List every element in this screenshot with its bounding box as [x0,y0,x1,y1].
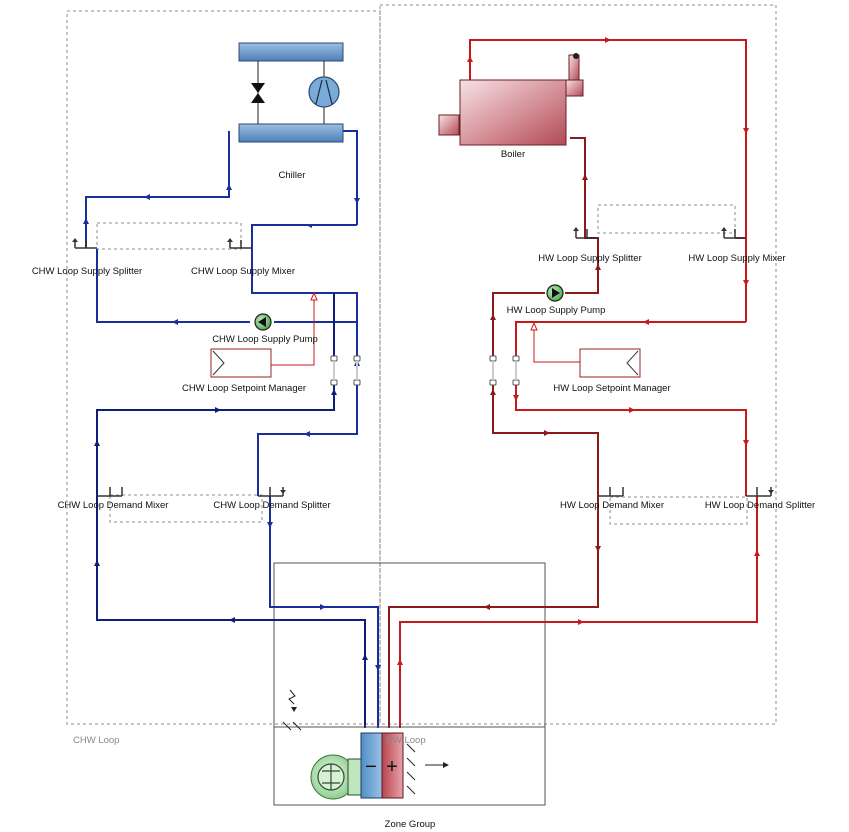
chw-setpoint-manager[interactable]: CHW Loop Setpoint Manager [182,291,318,394]
hw-supply-pump[interactable]: HW Loop Supply Pump [507,284,606,316]
hw-setpoint-manager-label: HW Loop Setpoint Manager [553,383,670,394]
hw-demand-branch-box [609,496,748,525]
chw-demand-splitter-to-zone [269,496,379,728]
chw-loop-boundary[interactable] [66,10,381,725]
setpoint-manager-icon [210,291,318,378]
chw-supply-splitter-leg [96,249,250,323]
pump-icon [254,313,272,331]
demand-bypass-pipes [333,361,517,380]
chw-pipes [85,130,379,728]
chw-supply-pump[interactable]: CHW Loop Supply Pump [212,313,318,345]
chw-supply-mixer-label: CHW Loop Supply Mixer [191,266,295,277]
hw-demand-splitter-label: HW Loop Demand Splitter [705,500,815,511]
chw-demand-mixer-label: CHW Loop Demand Mixer [58,500,169,511]
boiler[interactable]: Boiler [438,53,584,160]
chw-demand-mixer-to-supply [96,293,335,496]
hw-mixer-to-supply-out [515,321,747,496]
outdoor-air-icon [282,689,302,731]
zone-group-label: Zone Group [385,819,436,830]
chw-zone-return-pipe [96,496,366,728]
hw-supply-mixer[interactable] [721,227,746,239]
zone-air-unit[interactable]: − + [273,689,546,806]
heating-coil-symbol: + [386,756,398,778]
hw-demand-splitter[interactable] [746,487,774,497]
hw-supply-branch-box [597,204,736,234]
heating-coil-icon[interactable]: + [381,732,404,799]
chw-supply-pump-label: CHW Loop Supply Pump [212,334,318,345]
chw-chiller-outlet-pipe [85,131,230,248]
hw-demand-mixer-to-zone [388,496,599,728]
chw-setpoint-sensor-line [258,297,315,366]
hw-setpoint-sensor-line [533,327,580,363]
boiler-label: Boiler [501,149,525,160]
boiler-icon [438,53,584,146]
chw-pump-to-mixer [251,248,358,323]
chw-demand-splitter-label: CHW Loop Demand Splitter [213,500,330,511]
chiller-icon [238,42,344,143]
chw-demand-splitter[interactable] [258,487,286,497]
chw-loop-label: CHW Loop [73,735,119,746]
hw-boiler-outlet-pipe [565,137,599,294]
hw-demand-mixer[interactable] [598,487,624,497]
supply-air-outlet [406,743,449,795]
hw-zone-to-demand-splitter [399,496,758,728]
cooling-coil-symbol: − [365,756,377,778]
chw-supply-mixer[interactable] [227,238,252,249]
chw-supply-splitter[interactable] [72,238,97,249]
hw-supply-mixer-label: HW Loop Supply Mixer [688,253,785,264]
hw-demand-mixer-label: HW Loop Demand Mixer [560,500,664,511]
fan-icon [310,754,362,800]
chiller-label: Chiller [279,170,306,181]
hw-supply-pump-label: HW Loop Supply Pump [507,305,606,316]
cooling-coil-icon[interactable]: − [360,732,383,799]
pump-icon [546,284,564,302]
hw-supply-splitter[interactable] [573,227,598,239]
hw-loop-label: HW Loop [386,735,426,746]
chw-demand-mixer[interactable] [97,487,123,497]
hw-setpoint-manager[interactable]: HW Loop Setpoint Manager [530,321,671,394]
pipe-nodes[interactable] [330,355,520,386]
flow-arrows [83,37,760,671]
hw-pump-to-supply [492,292,599,496]
chw-supply-branch-box [96,222,242,250]
hw-supply-splitter-label: HW Loop Supply Splitter [538,253,642,264]
chw-chiller-inlet-pipe [340,130,358,225]
chw-setpoint-manager-label: CHW Loop Setpoint Manager [182,383,306,394]
chiller[interactable]: Chiller [238,42,344,181]
hw-loop-boundary[interactable] [379,4,777,725]
chw-supply-splitter-label: CHW Loop Supply Splitter [32,266,142,277]
chw-demand-branch-box [109,494,263,523]
setpoint-manager-icon [530,321,641,378]
chw-mixer-to-chiller-pipe [251,224,357,248]
